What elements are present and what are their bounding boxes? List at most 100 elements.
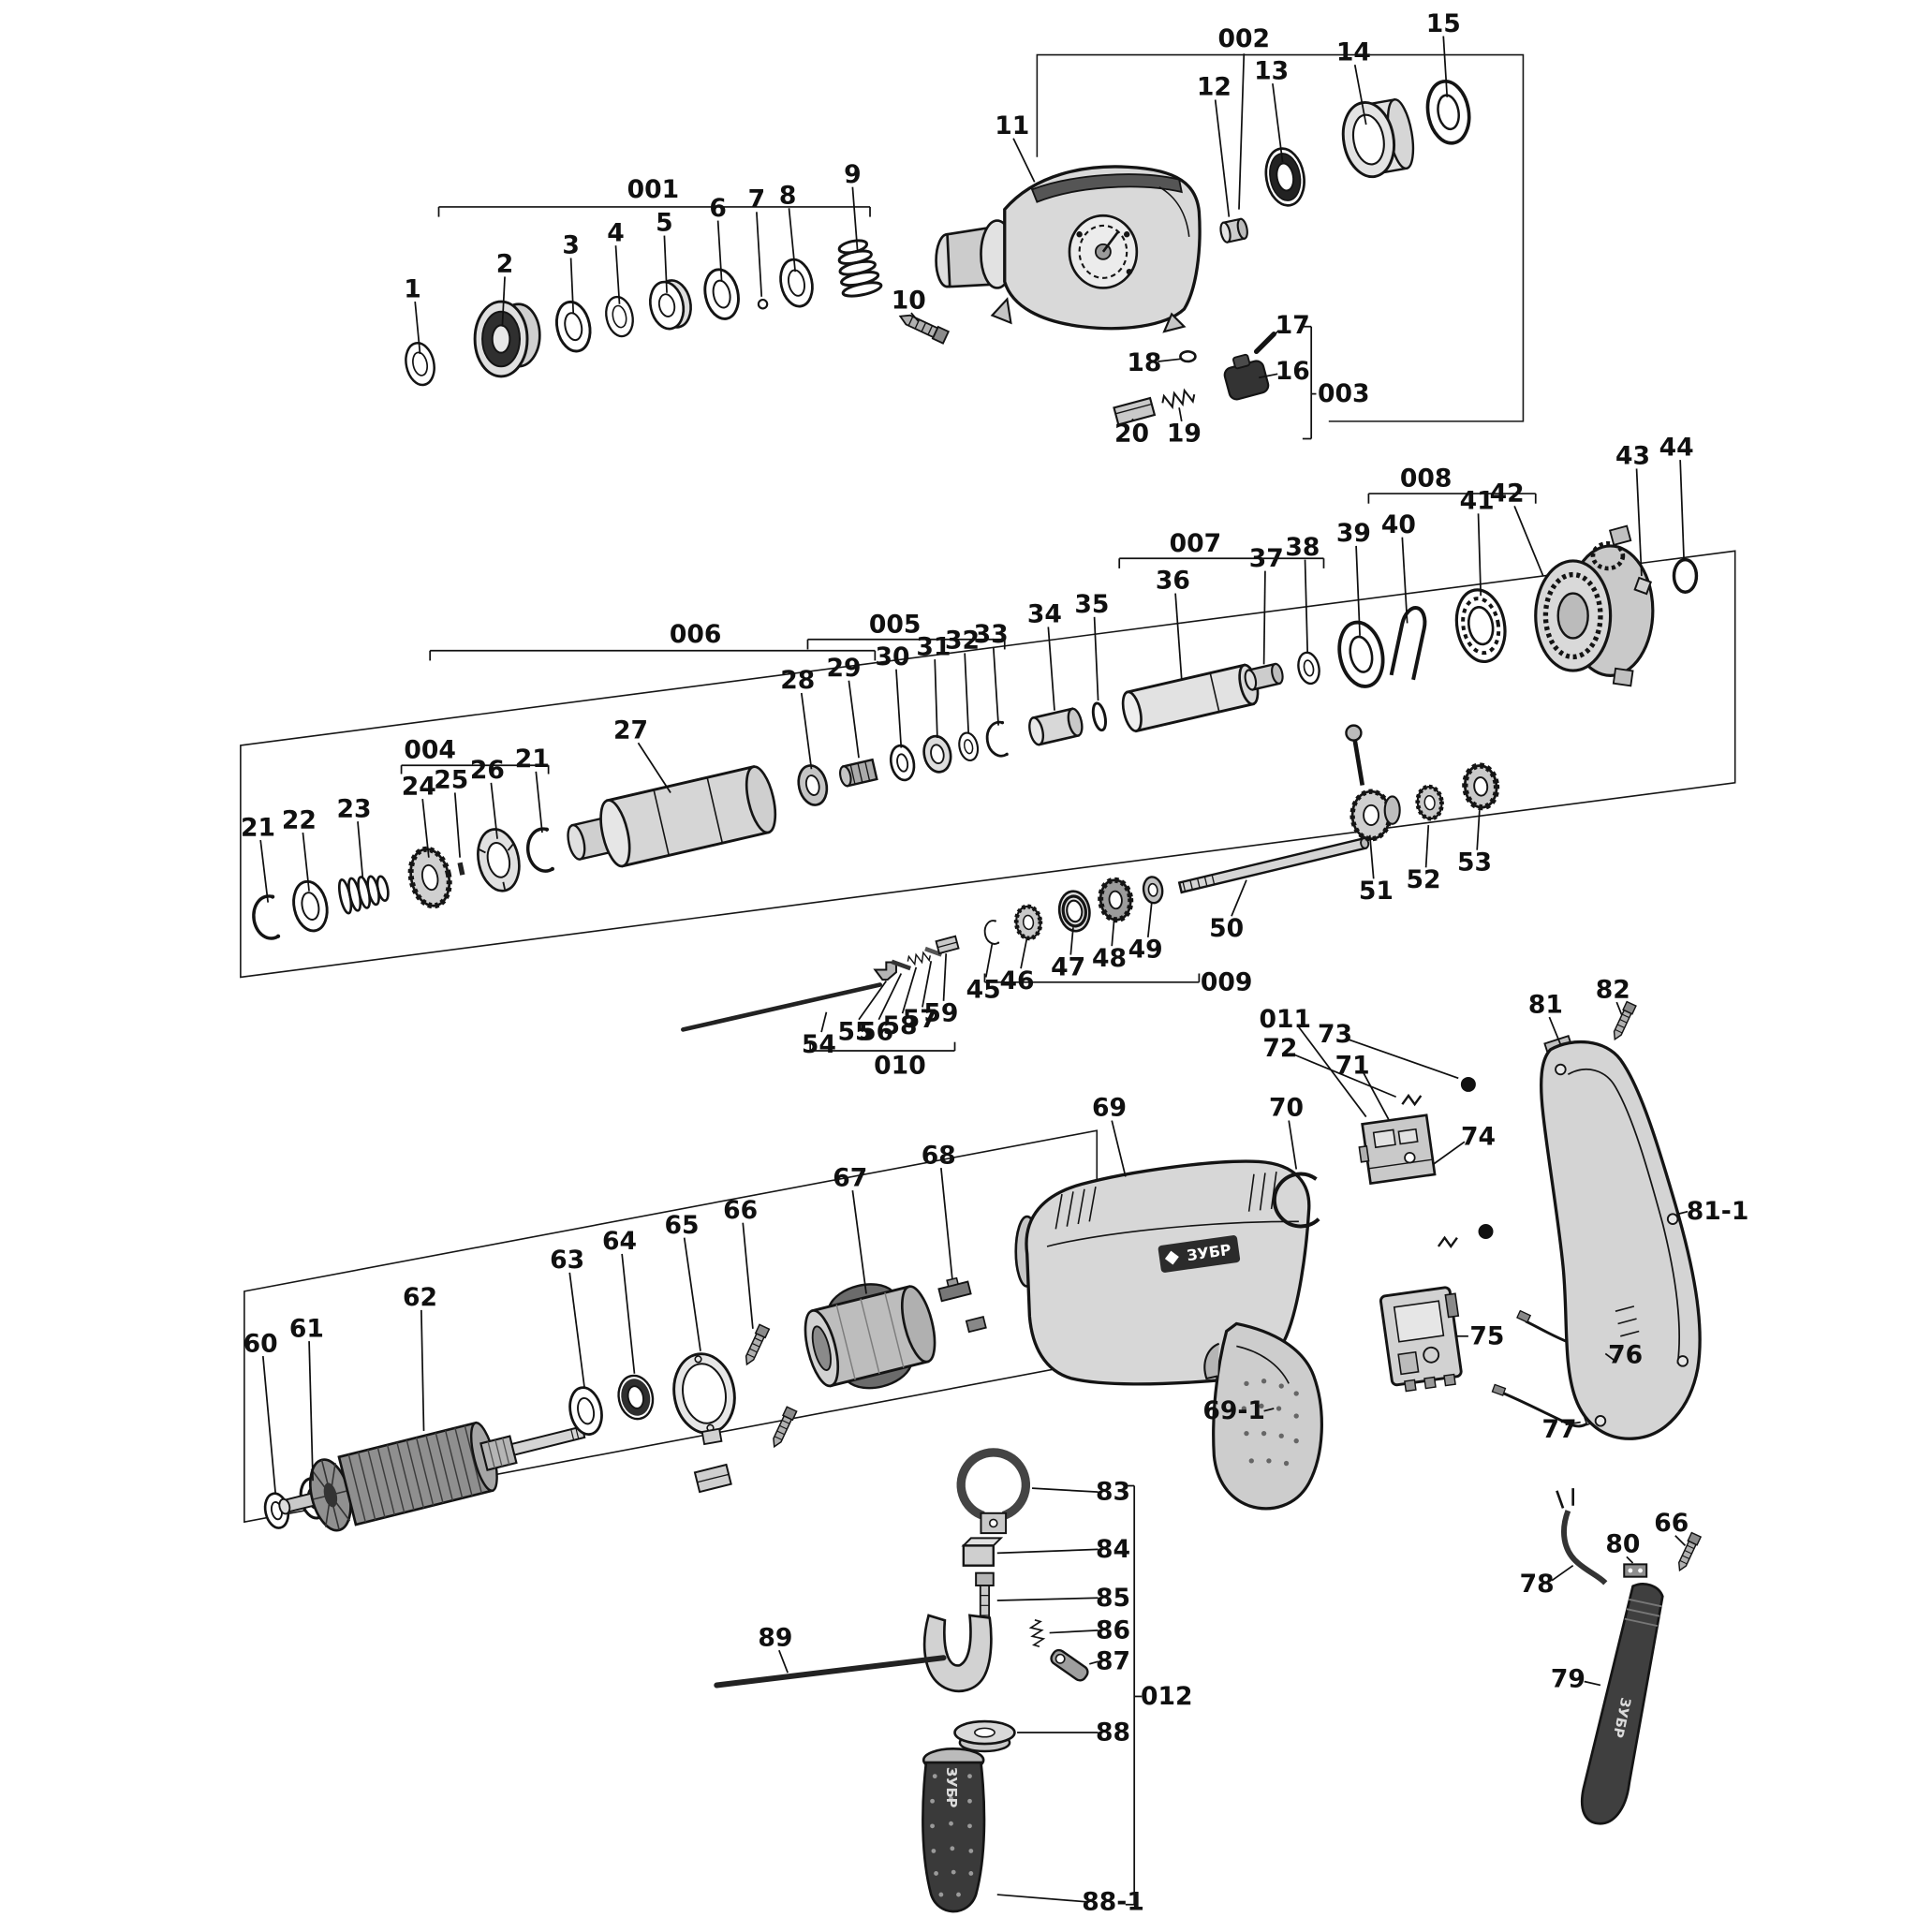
leader-line <box>1604 1352 1616 1363</box>
part-18-oring <box>1179 350 1197 363</box>
callout-86: 86 <box>1049 1615 1130 1644</box>
callout-10: 10 <box>892 286 926 322</box>
leader-line <box>1424 825 1430 868</box>
leader-line <box>756 212 763 297</box>
leader-line <box>1272 83 1284 163</box>
callout-3: 3 <box>562 231 580 315</box>
callout-69-1: 69-1 <box>1202 1396 1275 1425</box>
callout-008: 008 <box>1367 465 1537 504</box>
part-11-gearbox-housing <box>935 165 1202 333</box>
leader-line <box>1368 834 1375 879</box>
part-number-label: 64 <box>602 1227 637 1256</box>
leader-line <box>996 1597 1099 1601</box>
part-71-brush-holder-module <box>1358 1113 1437 1186</box>
part-86-spring <box>1028 1617 1046 1649</box>
callout-68: 68 <box>922 1141 956 1279</box>
leader-line <box>934 659 938 738</box>
part-70-c-ring <box>1272 1172 1320 1229</box>
callout-33: 33 <box>974 620 1009 726</box>
callout-81-1: 81-1 <box>1677 1197 1748 1226</box>
leader-line <box>414 302 421 355</box>
part-87-cam-lever <box>1050 1648 1089 1682</box>
callout-88-1: 88-1 <box>996 1888 1144 1917</box>
leader-line <box>621 1253 636 1374</box>
part-28-nut <box>797 764 829 806</box>
callout-19: 19 <box>1167 407 1202 449</box>
callout-5: 5 <box>656 209 673 293</box>
part-number-label: 69-1 <box>1202 1396 1265 1425</box>
callout-23: 23 <box>336 794 372 878</box>
part-number-label: 12 <box>1197 73 1231 102</box>
leader-line <box>1214 99 1231 217</box>
leader-line <box>1442 36 1449 97</box>
leader-line <box>996 1548 1099 1555</box>
part-number-label: 003 <box>1318 379 1370 408</box>
callout-6: 6 <box>709 194 727 282</box>
callout-11: 11 <box>995 111 1036 183</box>
part-88-1-grip: ЗУБР <box>922 1748 986 1913</box>
part-66-screw <box>741 1323 771 1368</box>
part-72-spring-clip <box>1401 1093 1423 1107</box>
leader-line <box>1476 810 1481 850</box>
callout-48: 48 <box>1092 917 1127 973</box>
callout-65: 65 <box>665 1211 701 1351</box>
callout-59: 59 <box>923 953 958 1028</box>
callout-58: 58 <box>882 966 917 1040</box>
part-number-label: 59 <box>923 999 958 1028</box>
part-number-label: 1 <box>404 274 421 303</box>
brand-diamond-icon <box>1164 1250 1179 1265</box>
callout-005: 005 <box>806 610 1006 650</box>
part-number-label: 008 <box>1400 465 1453 494</box>
callout-85: 85 <box>996 1584 1130 1613</box>
part-number-label: 42 <box>1490 479 1525 509</box>
leader-line <box>1020 937 1028 969</box>
part-20-latch-block <box>1113 396 1157 426</box>
part-25-pin <box>457 862 465 876</box>
part-68-clips <box>937 1276 987 1334</box>
leader-line <box>922 961 933 1008</box>
leader-line <box>1263 1408 1275 1412</box>
clip-detail <box>1437 1235 1458 1249</box>
part-number-label: 27 <box>613 715 648 745</box>
callout-80: 80 <box>1605 1530 1640 1564</box>
leader-line <box>1031 1487 1099 1494</box>
callout-46: 46 <box>1000 937 1035 995</box>
part-number-label: 002 <box>1218 24 1271 53</box>
part-number-label: 72 <box>1262 1034 1297 1063</box>
parts-55-59-catch-cluster <box>873 935 960 981</box>
part-number-label: 2 <box>496 250 514 279</box>
callout-56: 56 <box>859 973 903 1047</box>
part-27-barrel <box>567 765 777 868</box>
part-number-label: 32 <box>945 627 980 656</box>
leader-line <box>940 1168 953 1279</box>
part-number-label: 7 <box>748 184 766 214</box>
part-88-washer-plate <box>953 1719 1016 1753</box>
leader-line <box>848 680 860 759</box>
leader-line <box>1130 418 1134 422</box>
section-chuck-gearbox <box>401 76 1476 426</box>
leader-line <box>637 742 671 793</box>
callout-41: 41 <box>1460 487 1495 597</box>
leader-line <box>800 692 813 770</box>
leader-line <box>308 1341 314 1482</box>
part-number-label: 66 <box>1654 1509 1689 1538</box>
part-number-label: 24 <box>402 772 436 801</box>
callout-15: 15 <box>1426 9 1461 97</box>
part-number-label: 11 <box>995 111 1029 140</box>
leader-line <box>942 953 948 1001</box>
part-number-label: 22 <box>282 805 317 834</box>
leader-line <box>996 1894 1090 1903</box>
leader-line <box>1548 1016 1562 1045</box>
callout-8: 8 <box>779 181 796 273</box>
callout-21: 21 <box>515 745 550 833</box>
leader-line <box>1348 1039 1459 1080</box>
leader-line <box>614 245 621 304</box>
leader-line <box>683 1237 701 1351</box>
part-number-label: 70 <box>1269 1094 1304 1123</box>
callout-84: 84 <box>996 1535 1130 1564</box>
part-80-cable-clamp <box>1623 1563 1648 1578</box>
part-7-ball <box>757 299 769 310</box>
callout-36: 36 <box>1156 567 1190 680</box>
part-21b-circlip <box>523 825 556 876</box>
